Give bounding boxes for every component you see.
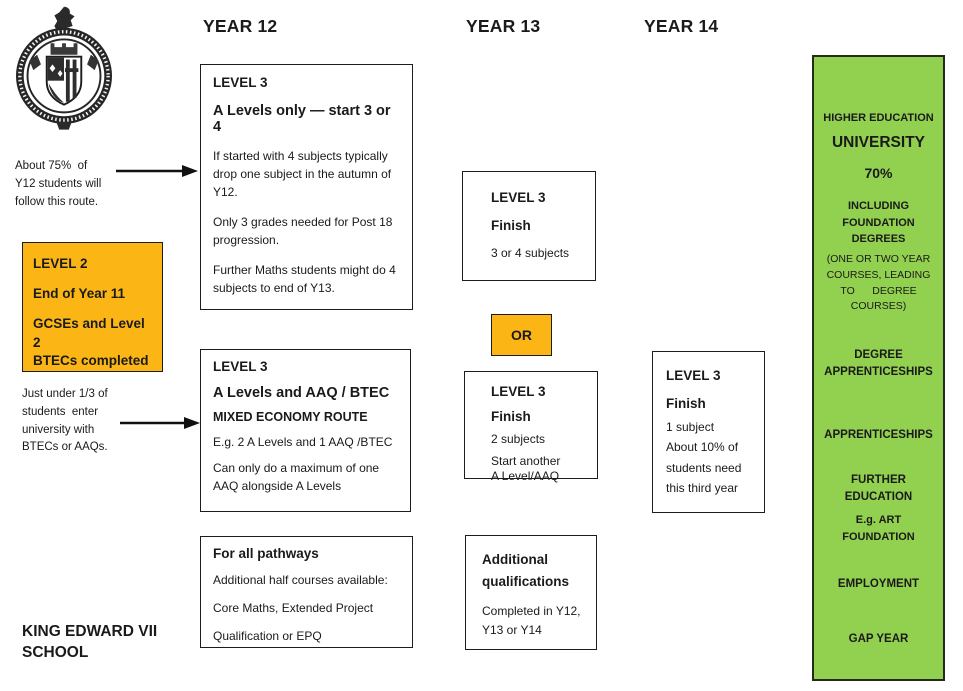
- arrow-one-third-icon: [120, 417, 200, 429]
- year13-finish-3or4-box: LEVEL 3 Finish 3 or 4 subjects: [462, 171, 596, 281]
- school-name: KING EDWARD VII SCHOOL: [22, 623, 158, 661]
- level2-line2: End of Year 11: [33, 286, 126, 302]
- finish1-level: LEVEL 3: [666, 368, 721, 383]
- finish2-subjects: 2 subjects: [491, 432, 546, 446]
- year14-finish-1-box: LEVEL 3 Finish 1 subject About 10% of st…: [652, 351, 765, 513]
- year13-finish-2-box: LEVEL 3 Finish 2 subjects Start another …: [464, 371, 598, 483]
- arrow-75-percent-icon: [116, 165, 198, 177]
- additional-p1: Completed in Y12, Y13 or Y14: [482, 604, 581, 638]
- mixed-p2: Can only do a maximum of one AAQ alongsi…: [213, 461, 380, 493]
- level2-line3: GCSEs and Level 2 BTECs completed: [33, 316, 149, 368]
- outcome-further-education: FURTHER EDUCATION: [844, 474, 913, 504]
- outcome-university-percent: 70%: [864, 165, 893, 181]
- outcome-higher-education: HIGHER EDUCATION: [823, 112, 934, 124]
- outcome-apprenticeships: APPRENTICESHIPS: [824, 429, 933, 441]
- year-14-header: YEAR 14: [644, 16, 719, 36]
- alevels-only-title: A Levels only — start 3 or 4: [213, 103, 391, 135]
- finish2-level: LEVEL 3: [491, 384, 546, 399]
- outcome-foundation-degrees: INCLUDING FOUNDATION DEGREES: [842, 200, 915, 245]
- pathways-title: For all pathways: [213, 546, 319, 561]
- mixed-level: LEVEL 3: [213, 359, 268, 374]
- crest-icon: [16, 6, 112, 130]
- outcome-art-foundation: E.g. ART FOUNDATION: [842, 514, 915, 543]
- outcome-degree-apprenticeships: DEGREE APPRENTICESHIPS: [824, 349, 933, 379]
- finish1-note: About 10% of students need this third ye…: [666, 440, 742, 496]
- finish34-subjects: 3 or 4 subjects: [491, 246, 570, 260]
- additional-title: Additional qualifications: [482, 552, 570, 589]
- outcome-university: UNIVERSITY: [831, 134, 925, 151]
- level2-title: LEVEL 2: [33, 256, 88, 271]
- finish34-finish: Finish: [491, 218, 531, 233]
- mixed-title: A Levels and AAQ / BTEC: [213, 385, 390, 401]
- pathways-p1: Additional half courses available:: [213, 573, 388, 587]
- finish2-start-another: Start another A Level/AAQ: [491, 454, 561, 483]
- outcomes-panel: HIGHER EDUCATION UNIVERSITY 70% INCLUDIN…: [812, 55, 945, 681]
- note-75-percent-route: About 75% of Y12 students will follow th…: [15, 160, 102, 208]
- or-label: OR: [511, 327, 532, 343]
- year-12-header: YEAR 12: [203, 16, 278, 36]
- alevels-only-level: LEVEL 3: [213, 75, 268, 90]
- note-one-third-university: Just under 1/3 of students enter univers…: [22, 388, 108, 454]
- year12-alevels-only-box: LEVEL 3 A Levels only — start 3 or 4 If …: [200, 64, 413, 310]
- alevels-only-p3: Further Maths students might do 4 subjec…: [213, 263, 396, 295]
- pathways-p2: Core Maths, Extended Project: [213, 601, 374, 615]
- outcome-foundation-degrees-detail: (ONE OR TWO YEAR COURSES, LEADING TO DEG…: [826, 253, 931, 313]
- finish1-finish: Finish: [666, 396, 706, 411]
- finish1-subjects: 1 subject: [666, 420, 715, 434]
- finish34-level: LEVEL 3: [491, 190, 546, 205]
- level2-end-of-year11-box: LEVEL 2 End of Year 11 GCSEs and Level 2…: [22, 242, 163, 372]
- pathways-p3: Qualification or EPQ: [213, 629, 322, 643]
- alevels-only-p1: If started with 4 subjects typically dro…: [213, 149, 392, 199]
- alevels-only-p2: Only 3 grades needed for Post 18 progres…: [213, 215, 393, 247]
- school-crest-logo: [16, 3, 112, 143]
- mixed-route-label: MIXED ECONOMY ROUTE: [213, 410, 368, 424]
- outcome-gap-year: GAP YEAR: [848, 633, 909, 645]
- year12-all-pathways-box: For all pathways Additional half courses…: [200, 536, 413, 648]
- year-13-header: YEAR 13: [466, 16, 541, 36]
- year13-additional-qualifications-box: Additional qualifications Completed in Y…: [465, 535, 597, 650]
- outcome-employment: EMPLOYMENT: [837, 578, 920, 590]
- or-connector-box: OR: [491, 314, 552, 356]
- mixed-p1: E.g. 2 A Levels and 1 AAQ /BTEC: [213, 435, 393, 449]
- finish2-finish: Finish: [491, 409, 531, 424]
- year12-mixed-economy-box: LEVEL 3 A Levels and AAQ / BTEC MIXED EC…: [200, 349, 411, 512]
